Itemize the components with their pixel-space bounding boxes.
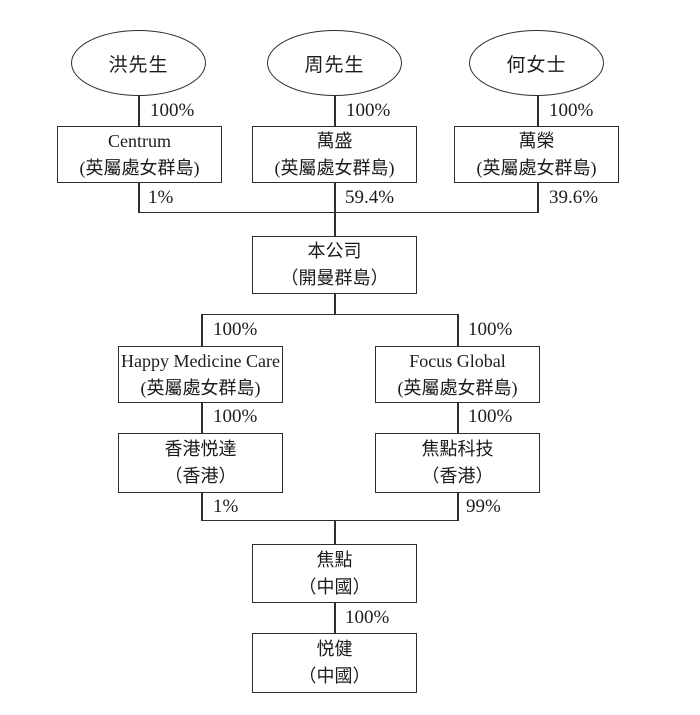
connector-focus-global-focus-technology	[457, 403, 459, 433]
node-ms-ho: 何女士	[469, 30, 604, 96]
pct-owner3-wan-wing: 100%	[549, 100, 594, 121]
node-focus-prc: 焦點 （中國）	[252, 544, 417, 603]
pct-focus-global-focus-technology: 100%	[468, 406, 513, 427]
company-name: 悦健	[316, 639, 353, 659]
company-name: 焦點	[316, 549, 353, 570]
connector-focus-technology-merge	[457, 493, 459, 521]
node-hk-yue-tat: 香港悦達 （香港）	[118, 433, 283, 493]
pct-wan-wing-company: 39.6%	[549, 187, 599, 208]
pct-wan-shing-company: 59.4%	[345, 187, 395, 208]
company-jurisdiction: (英屬處女群島)	[274, 157, 395, 178]
pct-focus-technology-focus-prc: 99%	[466, 496, 501, 517]
company-jurisdiction: （香港）	[421, 466, 494, 486]
node-wan-wing: 萬榮 (英屬處女群島)	[454, 126, 619, 183]
company-name: Centrum	[108, 130, 171, 151]
split-line-under-company	[201, 313, 459, 316]
owner-label: 周先生	[304, 54, 365, 76]
pct-centrum-company: 1%	[148, 187, 174, 208]
owner-label: 何女士	[506, 54, 567, 76]
company-name: 香港悦達	[164, 439, 237, 459]
connector-merge-focus-prc	[334, 520, 336, 544]
company-jurisdiction: (英屬處女群島)	[79, 157, 200, 178]
pct-owner1-centrum: 100%	[150, 100, 195, 121]
company-jurisdiction: （中國）	[298, 666, 371, 686]
company-name: 萬榮	[518, 130, 555, 151]
merge-line-to-focus-prc	[201, 519, 459, 522]
company-name: 萬盛	[316, 130, 353, 151]
node-focus-global: Focus Global (英屬處女群島)	[375, 346, 540, 403]
owner-label: 洪先生	[108, 54, 169, 76]
company-jurisdiction: （中國）	[298, 576, 371, 597]
connector-hk-yue-tat-merge	[201, 493, 203, 521]
company-name: 焦點科技	[421, 439, 494, 459]
company-jurisdiction: （開曼群島）	[280, 268, 389, 288]
connector-wan-wing-merge	[537, 183, 539, 213]
connector-wan-shing-company	[334, 183, 336, 236]
company-jurisdiction: (英屬處女群島)	[476, 157, 597, 178]
node-happy-medicine-care: Happy Medicine Care (英屬處女群島)	[118, 346, 283, 403]
pct-hmc-hk-yue-tat: 100%	[213, 406, 258, 427]
connector-centrum-merge	[138, 183, 140, 213]
connector-owner1-centrum	[138, 96, 140, 126]
pct-focus-prc-yue-kin: 100%	[345, 607, 390, 628]
pct-hk-yue-tat-focus-prc: 1%	[213, 496, 239, 517]
company-jurisdiction: (英屬處女群島)	[140, 377, 261, 398]
connector-split-focus-global	[457, 314, 459, 346]
pct-owner2-wan-shing: 100%	[346, 100, 391, 121]
node-mr-hong: 洪先生	[71, 30, 206, 96]
node-centrum: Centrum (英屬處女群島)	[57, 126, 222, 183]
merge-line-to-company	[138, 211, 538, 214]
company-name: 本公司	[307, 241, 362, 261]
connector-focus-prc-yue-kin	[334, 603, 336, 633]
pct-company-hmc: 100%	[213, 319, 258, 340]
company-jurisdiction: (英屬處女群島)	[397, 377, 518, 398]
connector-owner3-wan-wing	[537, 96, 539, 126]
company-name: Focus Global	[409, 350, 506, 371]
connector-split-hmc	[201, 314, 203, 346]
node-the-company: 本公司 （開曼群島）	[252, 236, 417, 294]
pct-company-focus-global: 100%	[468, 319, 513, 340]
node-yue-kin: 悦健 （中國）	[252, 633, 417, 693]
connector-company-split	[334, 294, 336, 315]
company-jurisdiction: （香港）	[164, 466, 237, 486]
connector-hmc-hk-yue-tat	[201, 403, 203, 433]
node-focus-technology: 焦點科技 （香港）	[375, 433, 540, 493]
company-name: Happy Medicine Care	[121, 350, 280, 371]
node-wan-shing: 萬盛 (英屬處女群島)	[252, 126, 417, 183]
node-mr-zhou: 周先生	[267, 30, 402, 96]
connector-owner2-wan-shing	[334, 96, 336, 126]
